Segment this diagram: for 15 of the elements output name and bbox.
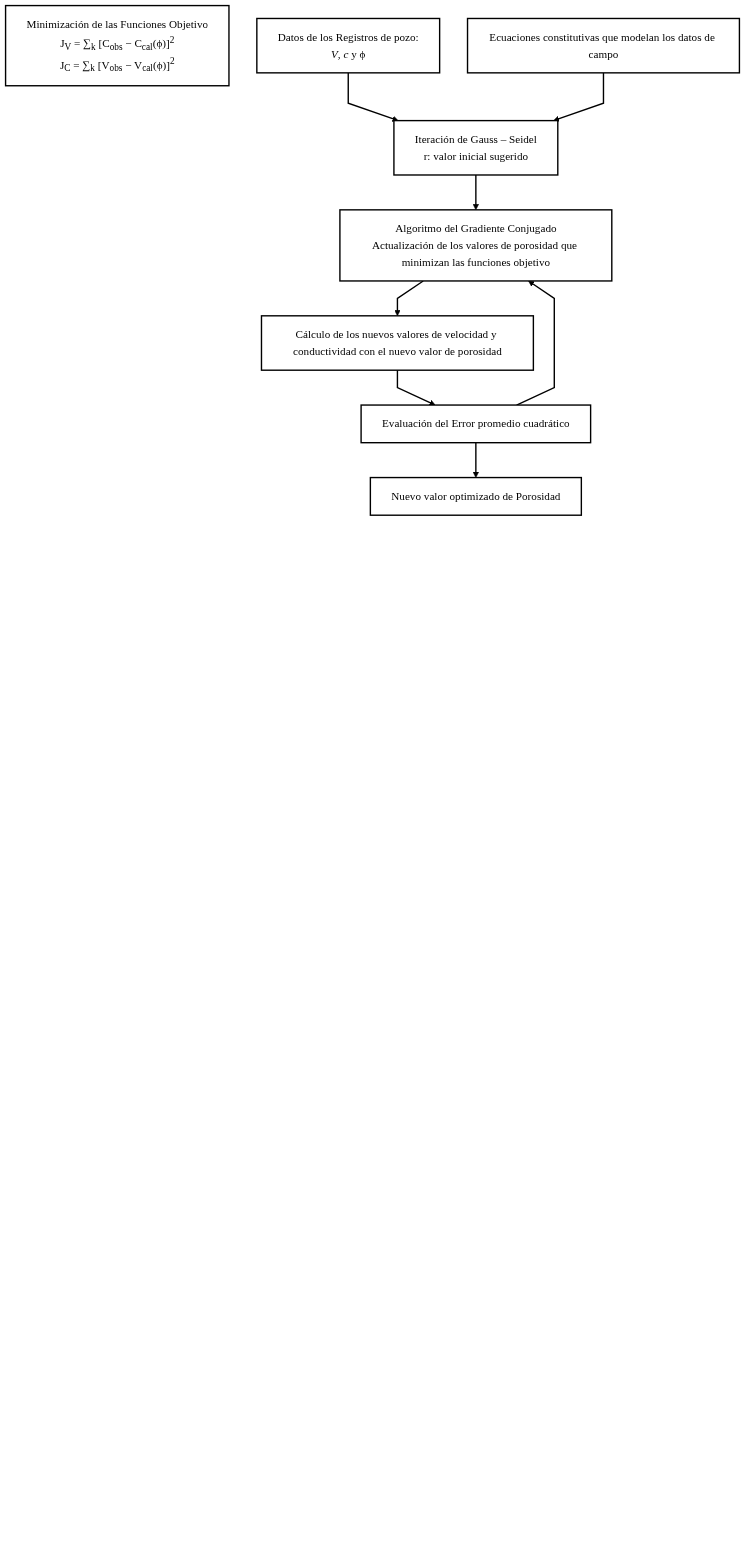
arrow [553,72,605,122]
arrow [394,280,424,317]
node-box: Evaluación del Error promedio cuadrático [360,404,592,444]
node-box: Minimización de las Funciones Objetivo J$_{V}$ = ∑$_{k}$ [C$_{obs}$ − C$_{cal}$(ϕ)]$^{2}$ J$_{C}$ = ∑$_{k}$ [V$_{obs}$ − V$_{cal}$(ϕ)]$^{2}$ [4,4,230,87]
arrow [472,442,479,478]
node-box: Datos de los Registros de pozo: V, c y ϕ [256,17,441,74]
arrow [347,72,399,122]
arrow [472,174,479,211]
node-box: Ecuaciones constitutivas que modelan los datos de campo [466,17,741,74]
node-box: Algoritmo del Gradiente Conjugado Actualización de los valores de porosidad que minimizan las funciones objetivo [339,209,613,282]
arrow [515,280,555,406]
node-box: Nuevo valor optimizado de Porosidad [369,476,583,516]
arrow [396,369,436,406]
node-box: Cálculo de los nuevos valores de velocidad y conductividad con el nuevo valor de porosidad [260,315,535,371]
node-box: Iteración de Gauss – Seidel r: valor inicial sugerido [393,119,559,176]
